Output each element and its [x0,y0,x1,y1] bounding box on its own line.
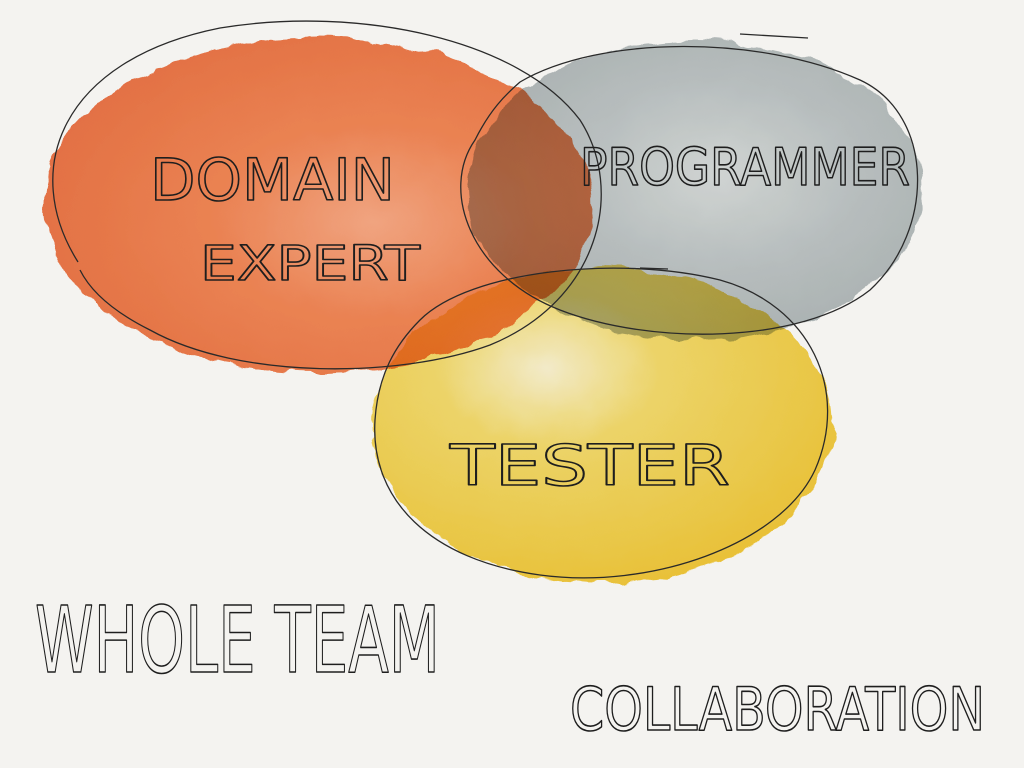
domain-expert-label-line2: EXPERT [200,236,421,292]
outline-layer [52,20,919,579]
collaboration-caption: COLLABORATION [570,675,985,745]
programmer-label: PROGRAMMER [580,138,910,198]
tester-wash [372,267,832,583]
programmer-wash [467,40,923,340]
domain-expert-label-line1: DOMAIN [150,146,395,214]
whole-team-caption: WHOLE TEAM [35,587,440,694]
label-layer: DOMAIN EXPERT PROGRAMMER TESTER WHOLE TE… [34,137,986,746]
domain-expert-outline [52,20,602,370]
tester-label: TESTER [449,434,730,499]
tester-outline [374,267,829,579]
stray-stroke [639,267,669,270]
watercolor-layer [43,37,923,583]
stray-stroke [739,33,809,39]
programmer-outline [460,45,919,335]
domain-expert-wash [43,37,593,373]
